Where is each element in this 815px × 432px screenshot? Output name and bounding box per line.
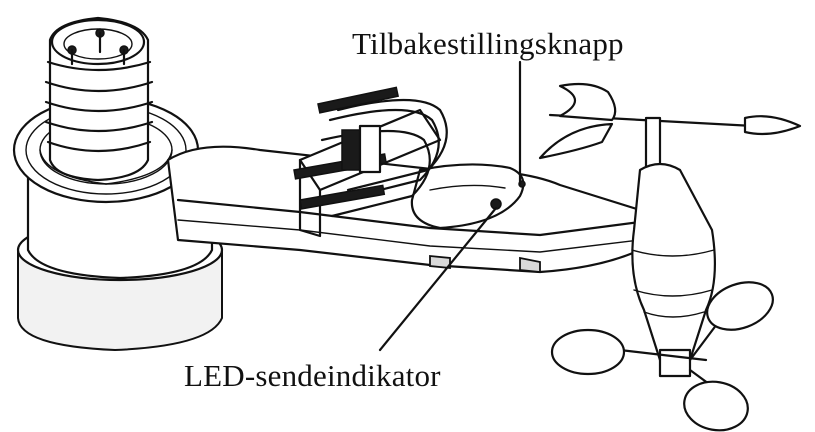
led-indicator-leader-line (378, 206, 498, 352)
mounting-arm (166, 145, 642, 274)
wind-vane (538, 82, 802, 170)
reset-button-label: Tilbakestillingsknapp (352, 26, 624, 61)
wind-cups (550, 281, 774, 432)
led-indicator-label: LED-sendeindikator (184, 358, 441, 393)
radiation-shield (44, 16, 154, 182)
u-bolt-mount (293, 86, 448, 238)
